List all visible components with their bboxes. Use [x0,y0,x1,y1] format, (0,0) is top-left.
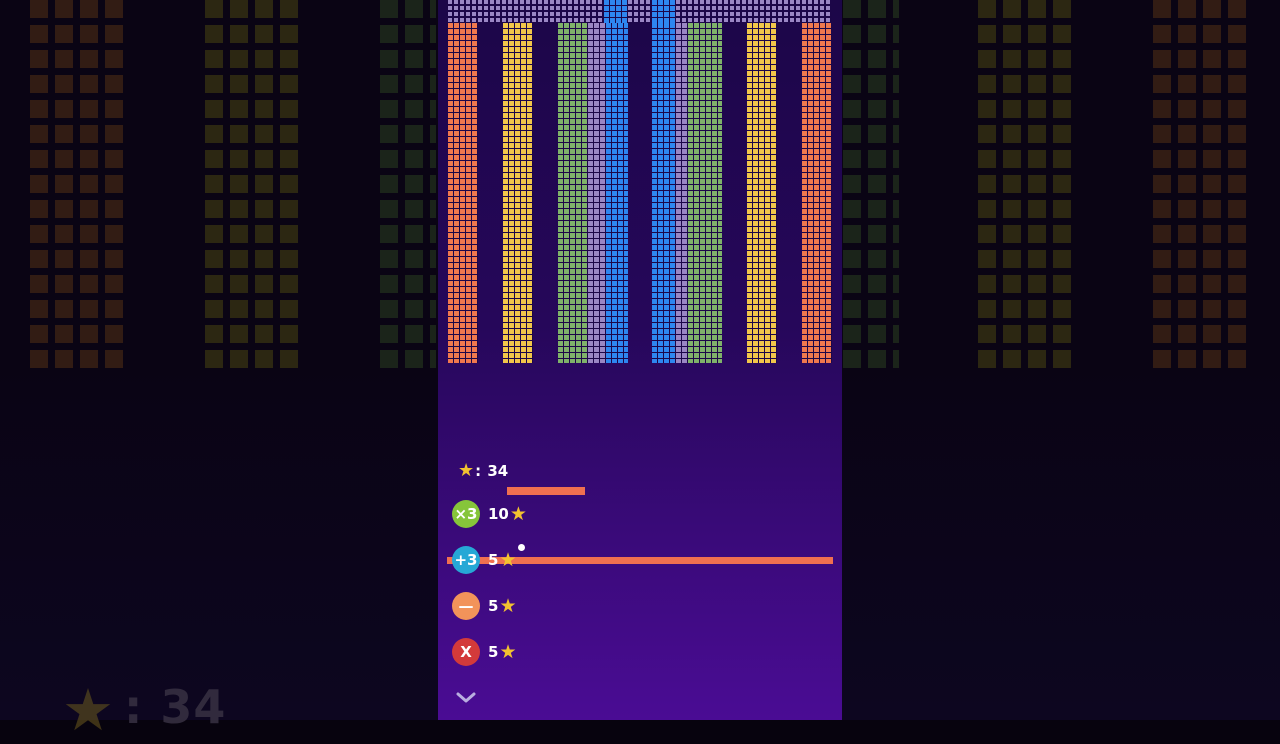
powerup-cost: 5★ [488,595,516,617]
upper-paddle [507,487,585,495]
plus-icon: +3 [452,546,480,574]
backdrop-column-yellow-left [205,0,301,368]
powerup-cost-value: 5 [488,551,499,569]
backdrop-column-green-right [843,0,899,368]
score-colon: : [475,461,487,480]
brick-blue-top-left [604,0,628,23]
brick-blue-top-right [652,0,676,23]
powerup-cost: 10★ [488,503,527,525]
powerup-remove-button[interactable]: X 5★ [452,638,516,666]
minus-icon: — [452,592,480,620]
x-icon: X [452,638,480,666]
brick-column-lavender-right [676,23,688,363]
score-display: ★ : 34 [458,460,508,481]
brick-column-blue-right [652,23,676,363]
brick-column-green-right [688,23,722,363]
brick-top-band [448,0,832,23]
powerup-plus-button[interactable]: +3 5★ [452,546,516,574]
powerup-multiply-button[interactable]: ×3 10★ [452,500,527,528]
powerup-cost-value: 5 [488,643,499,661]
backdrop-column-green-left [380,0,436,368]
backdrop-column-orange-right [1153,0,1249,368]
powerup-paddle-button[interactable]: — 5★ [452,592,516,620]
star-icon: ★ [499,595,517,617]
star-icon: ★ [458,460,475,481]
backdrop-column-yellow-right [978,0,1074,368]
powerup-cost-value: 10 [488,505,509,523]
brick-column-yellow-left [503,23,533,363]
paddle[interactable] [447,557,833,564]
brick-column-green-left [558,23,588,363]
powerup-cost-value: 5 [488,597,499,615]
brick-column-blue-left [606,23,628,363]
chevron-down-icon[interactable] [452,684,480,712]
brick-column-yellow-right [747,23,777,363]
game-panel[interactable]: ★ : 34 ×3 10★ +3 5★ — 5★ X 5★ [438,0,842,720]
star-icon: ★ [499,549,517,571]
backdrop-score-value: 34 [160,680,227,734]
powerup-cost: 5★ [488,641,516,663]
ball [518,544,525,551]
backdrop-star-icon: ★ [62,676,114,744]
backdrop-score: : 34 [124,680,227,734]
star-icon: ★ [509,503,527,525]
star-icon: ★ [499,641,517,663]
multiply-icon: ×3 [452,500,480,528]
brick-column-orange-left [448,23,478,363]
brick-column-lavender-left [588,23,606,363]
score-value: 34 [487,461,509,480]
backdrop-column-orange-left [30,0,126,368]
brick-column-orange-right [802,23,832,363]
powerup-cost: 5★ [488,549,516,571]
